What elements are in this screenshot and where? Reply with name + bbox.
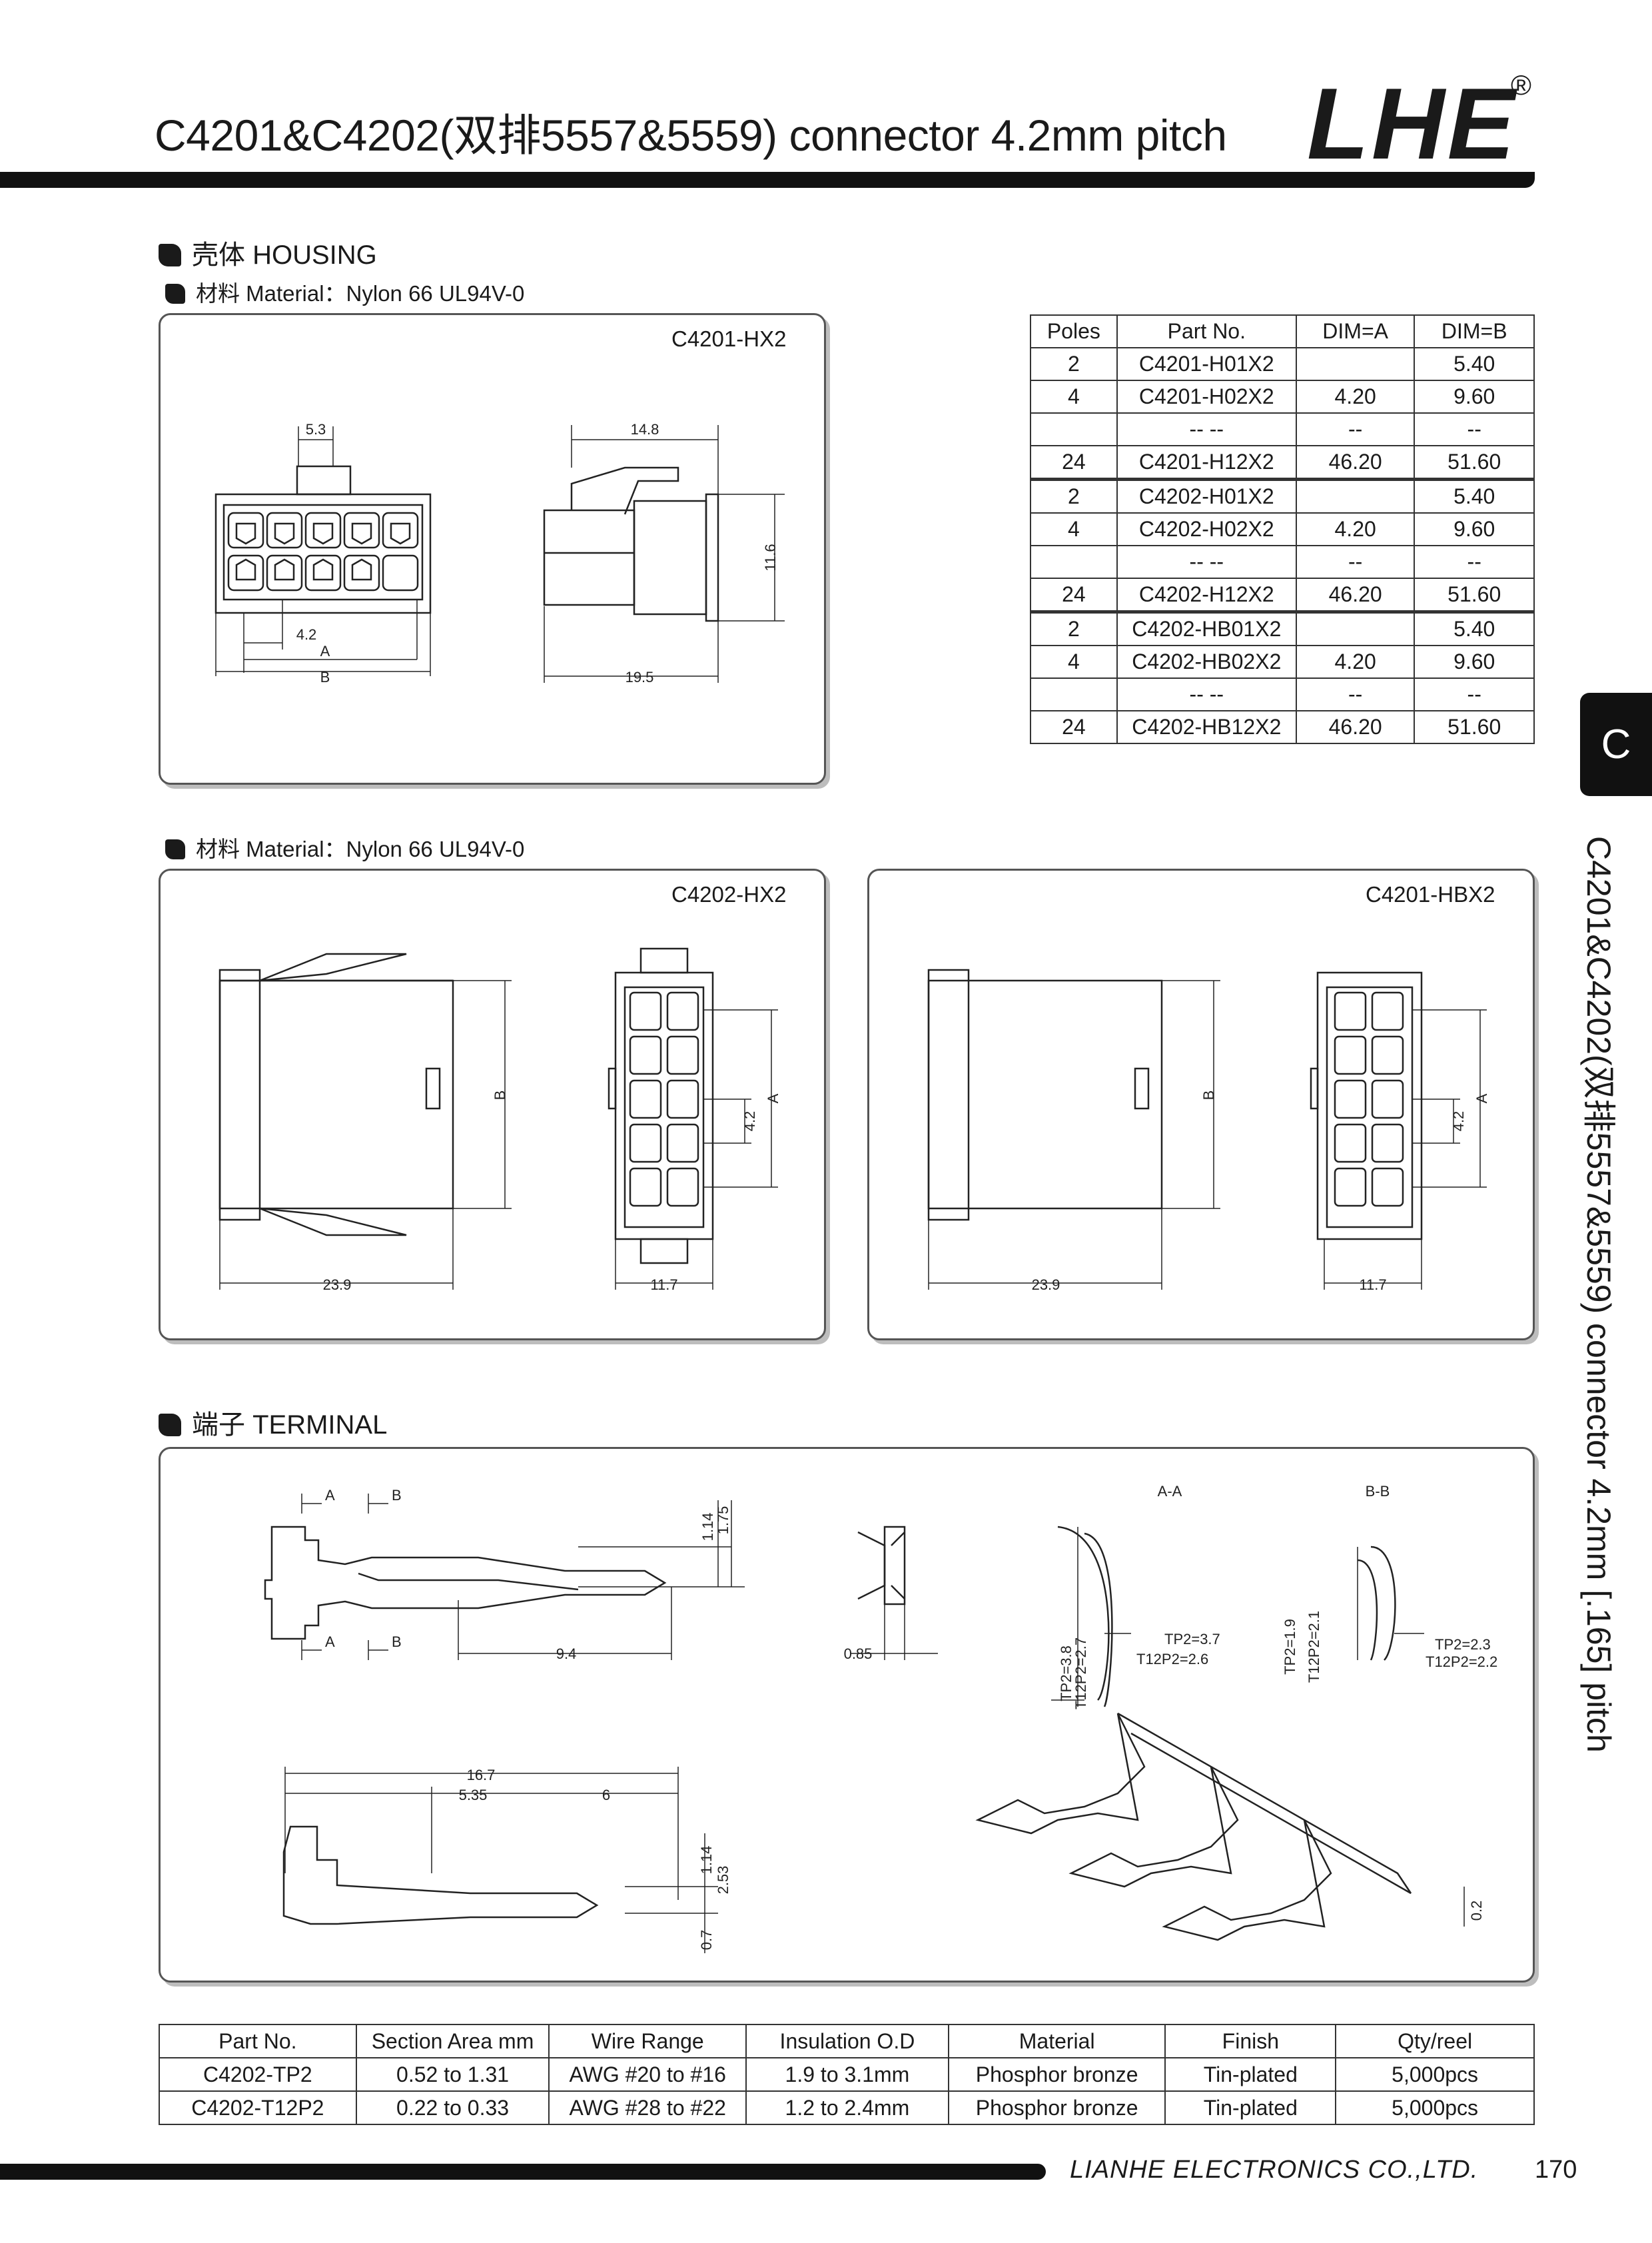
dim-11-6: 11.6	[762, 544, 779, 571]
dim-tp2-3-8: TP2=3.8	[1058, 1645, 1074, 1701]
section-mark-b: B	[392, 1487, 402, 1504]
dim-2-53: 2.53	[715, 1866, 731, 1895]
leaf-bullet-icon	[165, 284, 185, 304]
dim-1-14b: 1.14	[698, 1846, 715, 1875]
section-tab-c[interactable]: C	[1580, 693, 1652, 796]
dim-5-35: 5.35	[459, 1787, 488, 1803]
col-dim-a: DIM=A	[1295, 314, 1416, 348]
dim-9-4: 9.4	[556, 1645, 577, 1662]
section-label-bb: B-B	[1366, 1483, 1390, 1500]
dim-t12p2-2-6: T12P2=2.6	[1136, 1651, 1208, 1667]
section-mark-b2: B	[392, 1633, 402, 1650]
leaf-bullet-icon	[165, 839, 185, 859]
material-note-2: 材料 Material：Nylon 66 UL94V-0	[165, 831, 524, 863]
col-part-no: Part No.	[1116, 314, 1297, 348]
table-header-row: Poles Part No. DIM=A DIM=B	[1030, 314, 1535, 348]
dim-11-7: 11.7	[650, 1276, 677, 1293]
housing-drawing-c4201-hbx2: 23.9 B 11.7 4.2 A	[927, 969, 1490, 1293]
table-row: -- ------	[1030, 545, 1535, 579]
dim-4-2: 4.2	[741, 1111, 758, 1132]
footer-rule	[0, 2164, 1046, 2180]
housing-drawing-c4202: 23.9 B 11.7 4.2 A	[218, 947, 781, 1293]
dim-23-9: 23.9	[1032, 1276, 1060, 1293]
dim-14-8: 14.8	[631, 421, 659, 438]
dim-b: B	[1200, 1091, 1217, 1101]
dim-tp2-1-9: TP2=1.9	[1282, 1619, 1298, 1675]
dim-4-2: 4.2	[296, 626, 317, 643]
leaf-bullet-icon	[159, 1414, 181, 1436]
dim-1-75: 1.75	[715, 1506, 731, 1535]
terminal-drawing: A B A B 1.14 1.75 9.4 0.85 A-A B-B TP2=3…	[264, 1483, 1497, 1953]
col-dim-b: DIM=B	[1414, 314, 1535, 348]
dim-a: A	[320, 643, 330, 660]
housing-panel-c4202-hx2	[159, 869, 826, 1340]
page-title: C4201&C4202(双排5557&5559) connector 4.2mm…	[155, 111, 1227, 160]
dim-4-2: 4.2	[1450, 1111, 1467, 1132]
panel-label: C4201-HBX2	[1366, 882, 1495, 907]
section-mark-a2: A	[325, 1633, 335, 1650]
page-number: 170	[1535, 2156, 1577, 2184]
header-rule	[0, 172, 1535, 188]
section-label-aa: A-A	[1158, 1483, 1182, 1500]
panel-label: C4202-HX2	[671, 882, 787, 907]
dim-0-2: 0.2	[1468, 1901, 1485, 1921]
material-note-1: 材料 Material：Nylon 66 UL94V-0	[165, 276, 524, 308]
company-logo: LHE	[1307, 67, 1517, 181]
dim-b: B	[320, 669, 330, 685]
dim-tp2-3-7: TP2=3.7	[1164, 1631, 1220, 1647]
table-row: -- ------	[1030, 677, 1535, 711]
housing-panel-c4201-hx2	[159, 313, 826, 785]
housing-drawing-c4201: 5.3 14.8 4.2 A B 19.5 11.6	[214, 421, 785, 685]
terminal-heading: 端子 TERMINAL	[159, 1403, 387, 1442]
terminal-panel	[159, 1447, 1535, 1983]
dim-0-85: 0.85	[844, 1645, 873, 1662]
dim-b: B	[492, 1091, 508, 1101]
panel-label: C4201-HX2	[671, 326, 787, 351]
dim-t12p2-2-2: T12P2=2.2	[1426, 1653, 1497, 1670]
dim-23-9: 23.9	[323, 1276, 352, 1293]
dim-16-7: 16.7	[467, 1767, 496, 1783]
table-row: -- ------	[1030, 412, 1535, 446]
dim-t12p2-2-7: T12P2=2.7	[1072, 1637, 1089, 1709]
dim-a: A	[1473, 1093, 1490, 1103]
dim-tp2-2-3: TP2=2.3	[1435, 1636, 1491, 1653]
dim-19-5: 19.5	[625, 669, 654, 685]
company-name: LIANHE ELECTRONICS CO.,LTD.	[1070, 2156, 1479, 2184]
col-poles: Poles	[1030, 314, 1118, 348]
dim-11-7: 11.7	[1359, 1276, 1386, 1293]
section-mark-a: A	[325, 1487, 335, 1504]
dim-1-14: 1.14	[699, 1513, 716, 1542]
dim-0-7: 0.7	[698, 1930, 715, 1951]
dim-t12p2-2-1: T12P2=2.1	[1306, 1611, 1322, 1683]
dim-5-3: 5.3	[306, 421, 326, 438]
dim-a: A	[765, 1093, 781, 1103]
leaf-bullet-icon	[159, 244, 181, 266]
housing-panel-c4201-hbx2	[867, 869, 1535, 1340]
housing-heading: 壳体 HOUSING	[159, 233, 377, 272]
dim-6: 6	[602, 1787, 610, 1803]
registered-mark: ®	[1511, 69, 1531, 101]
side-vertical-title: C4201&C4202(双排5557&5559) connector 4.2mm…	[1580, 836, 1617, 1753]
